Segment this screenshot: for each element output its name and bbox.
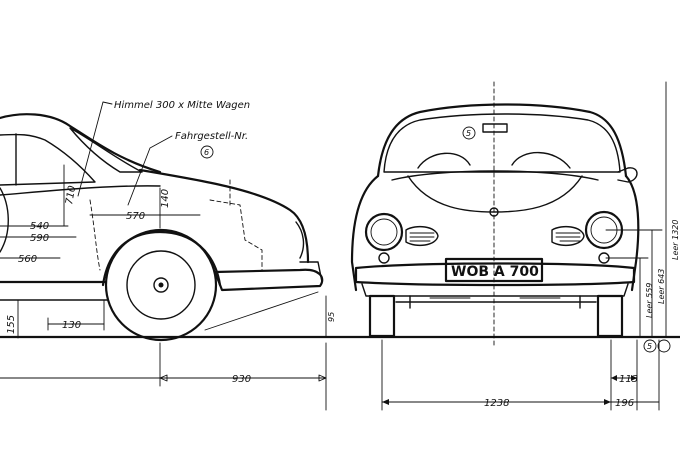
- front-headlight-left-inner: [370, 218, 398, 246]
- side-wheel-arch: [101, 230, 222, 287]
- license-plate-text: WOB A 700: [451, 264, 539, 280]
- front-roof-outline: [376, 103, 628, 178]
- front-dimensions: 1238 196 113 Leer 1320 Leer 643 Leer 559…: [381, 81, 680, 411]
- chassis-label-leader: [127, 135, 173, 206]
- side-view: Himmel 300 x Mitte Wagen Fahrgestell-Nr.…: [0, 100, 336, 342]
- front-hood-panel: [407, 175, 583, 213]
- side-tail-light: [295, 221, 305, 259]
- side-bottom-dimension: 930: [0, 342, 327, 411]
- side-rear-wheel: [104, 228, 218, 342]
- side-door-edge: [0, 187, 9, 253]
- dim-196: 196: [615, 398, 634, 409]
- front-bumper: [354, 262, 636, 287]
- dim-1238: 1238: [484, 398, 509, 409]
- front-mirror: [482, 123, 508, 133]
- dim-560: 560: [18, 254, 37, 265]
- svg-text:5: 5: [466, 129, 471, 138]
- svg-text:5: 5: [647, 342, 652, 351]
- front-body-left: [350, 174, 380, 292]
- marker-5-top: 5: [462, 126, 476, 140]
- chassis-label: Fahrgestell-Nr.: [175, 131, 248, 142]
- side-bumper-guard: [299, 261, 323, 283]
- front-axle: [395, 295, 597, 309]
- dim-930: 930: [232, 374, 251, 385]
- marker-5-bottom: 5: [643, 339, 657, 353]
- dim-710: 710: [64, 185, 78, 206]
- front-wiper-right: [511, 151, 571, 169]
- side-rear-rim: [126, 250, 196, 320]
- side-roof-line: [0, 113, 162, 174]
- dim-leer-1320: Leer 1320: [671, 220, 680, 261]
- front-wiper-left: [417, 152, 471, 169]
- dim-130: 130: [62, 320, 81, 331]
- side-body-beltline: [0, 185, 161, 196]
- side-clearance-leader: [204, 291, 319, 331]
- side-rear-window: [69, 127, 143, 173]
- dim-590: 590: [30, 233, 49, 244]
- dim-140: 140: [160, 189, 171, 208]
- front-hood: [391, 170, 599, 181]
- side-rear-bumper: [213, 268, 324, 292]
- side-body-upper: [138, 168, 310, 264]
- front-windshield: [383, 113, 621, 173]
- front-view: WOB A 700 5: [350, 81, 640, 346]
- dim-113: 113: [619, 374, 638, 385]
- marker-6: 6: [200, 145, 214, 159]
- svg-text:6: 6: [204, 148, 209, 157]
- roof-label-leader: [77, 101, 113, 197]
- dim-540: 540: [30, 221, 49, 232]
- front-grille-left: [405, 225, 439, 247]
- dim-leer-643: Leer 643: [657, 269, 666, 304]
- roof-label: Himmel 300 x Mitte Wagen: [114, 100, 250, 111]
- side-window: [0, 133, 96, 186]
- marker-circle-right: [657, 339, 671, 353]
- dim-570: 570: [126, 211, 145, 222]
- dim-155: 155: [6, 315, 17, 334]
- front-grille-right: [551, 225, 585, 247]
- side-hub-center: [158, 282, 164, 288]
- front-headlight-left: [364, 212, 404, 252]
- front-wheel-right: [596, 294, 624, 338]
- side-hub: [153, 277, 169, 293]
- front-indicator-left: [378, 252, 390, 264]
- front-wheel-left: [368, 294, 396, 338]
- front-side-mirror: [617, 167, 638, 183]
- front-valance: [361, 283, 629, 297]
- front-body-right: [624, 174, 640, 292]
- dim-95: 95: [327, 312, 336, 322]
- side-internal-dashed-2: [89, 199, 101, 271]
- side-internal-dashed: [209, 199, 263, 271]
- dim-leer-559: Leer 559: [645, 283, 654, 318]
